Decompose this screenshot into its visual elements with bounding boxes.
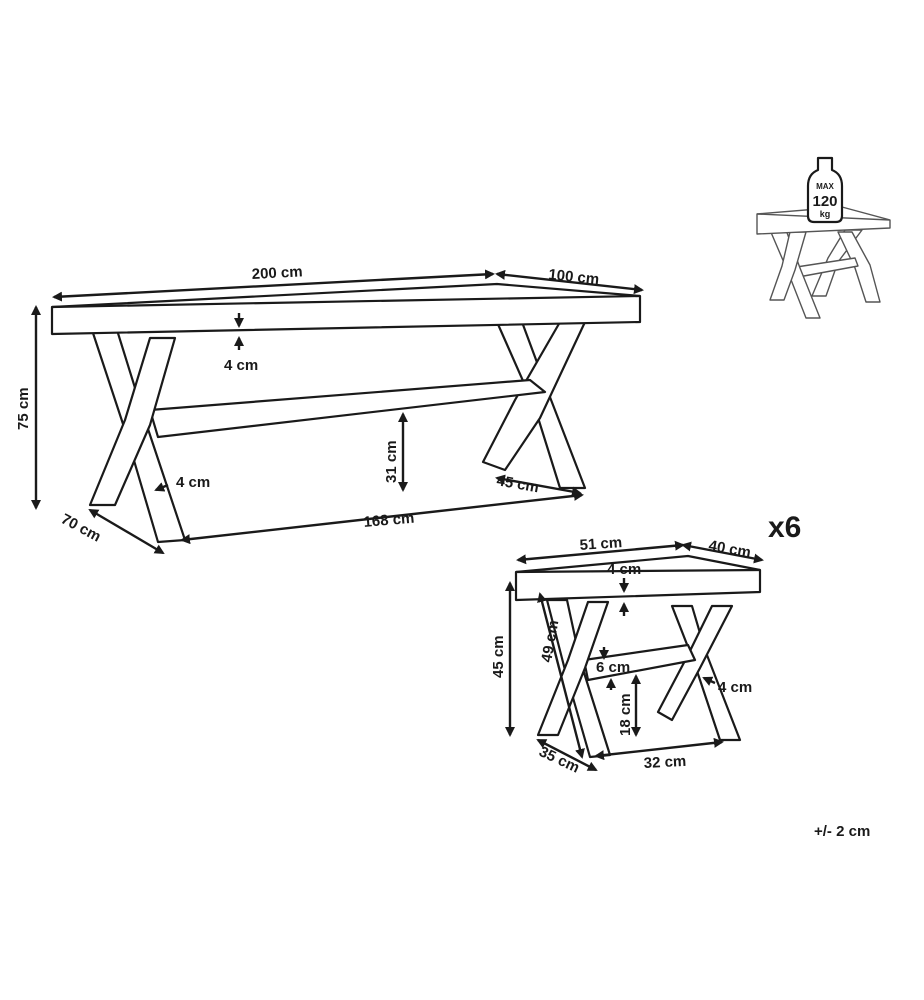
stool-preview-drawing — [756, 206, 891, 319]
tolerance-note: +/- 2 cm — [814, 823, 870, 840]
table-width-label: 100 cm — [548, 266, 600, 288]
table-depth-label: 70 cm — [58, 511, 104, 546]
table-height-label: 75 cm — [15, 387, 32, 430]
capacity-max: MAX — [816, 182, 834, 191]
stool-width-label: 40 cm — [707, 537, 752, 561]
table-stretcher-height-label: 31 cm — [383, 440, 400, 483]
capacity-badge: MAX 120 kg — [806, 156, 844, 224]
table-leg-thickness-label: 4 cm — [176, 474, 210, 491]
capacity-unit: kg — [820, 209, 831, 219]
stool-length-label: 51 cm — [579, 534, 623, 554]
stool-depth-label: 35 cm — [536, 743, 582, 776]
stool-leg-length-label: 49 cm — [538, 619, 562, 664]
table-dimension-lines — [31, 269, 644, 555]
stool-leg-span-label: 32 cm — [643, 753, 686, 772]
table-leg-foot-label: 45 cm — [495, 472, 540, 496]
table-length-label: 200 cm — [251, 263, 303, 283]
stool-stretcher-thickness-label: 6 cm — [596, 659, 630, 676]
stool-height-label: 45 cm — [490, 635, 507, 678]
stool-dimension-lines — [505, 540, 764, 772]
stool-leg-thickness-label: 4 cm — [718, 679, 752, 696]
stool-quantity: x6 — [768, 511, 801, 544]
table-drawing — [50, 282, 642, 544]
stool-top-thickness-label: 4 cm — [607, 561, 641, 578]
table-top-thickness-label: 4 cm — [224, 357, 258, 374]
table-leg-span-label: 168 cm — [363, 510, 415, 531]
capacity-value: 120 — [812, 193, 837, 210]
stool-stretcher-height-label: 18 cm — [617, 693, 634, 736]
